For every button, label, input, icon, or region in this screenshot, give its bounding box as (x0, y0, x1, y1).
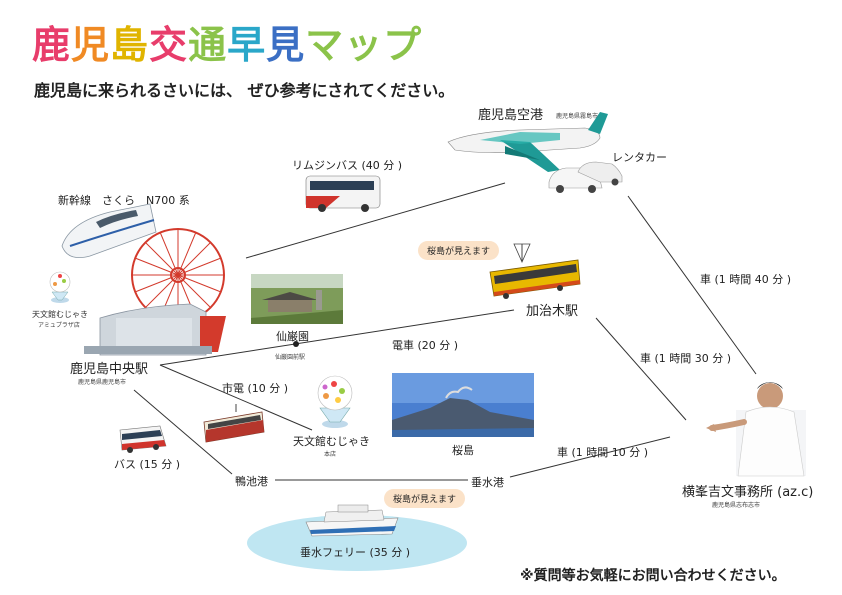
tenmonkan-amu-sub: アミュプラザ店 (38, 322, 80, 329)
rental-car-icon (548, 161, 623, 193)
title-char: 島 (110, 23, 150, 67)
page-title: 鹿児島交通早見マップ (32, 22, 422, 68)
airport-city: 鹿児島県霧島市 (556, 113, 599, 120)
shaved-ice-icon-amu (49, 271, 71, 303)
central-station-label: 鹿児島中央駅 (70, 362, 149, 377)
title-char: 早 (227, 23, 267, 67)
office-city: 鹿児島県志布志市 (712, 502, 761, 509)
tram-icon-yellow (489, 243, 581, 299)
car-airport-route-label: 車 (1 時間 40 分 ) (700, 273, 792, 286)
route-central-kajiki (159, 309, 515, 366)
sengan-en-station-dot (293, 341, 299, 347)
kajiki-station-label: 加治木駅 (526, 304, 579, 319)
ferry-route-label: 垂水フェリー (35 分 ) (300, 546, 411, 559)
tenmonkan-main-sub: 本店 (324, 451, 337, 458)
central-station-city: 鹿児島県鹿児島市 (78, 379, 127, 386)
shinkansen-label: 新幹線 さくら N700 系 (58, 194, 190, 207)
person-photo (706, 382, 806, 477)
title-char: 見 (266, 23, 306, 67)
shaved-ice-icon-main (317, 375, 353, 428)
rentacar-label: レンタカー (612, 151, 667, 164)
ferry-icon (305, 504, 399, 537)
page-subtitle: 鹿児島に来られるさいには、 ぜひ参考にされてください。 (34, 81, 455, 100)
sakurajima-view-bubble-tram: 桜島が見えます (418, 241, 500, 260)
airport-label: 鹿児島空港 (478, 108, 544, 123)
tarumizu-port-label: 垂水港 (471, 476, 504, 489)
route-kajiki-office (595, 317, 687, 421)
sakurajima-photo (392, 373, 534, 437)
sakurajima-label: 桜島 (452, 444, 474, 457)
kamoike-port-label: 鴨池港 (235, 475, 268, 488)
shinkansen-icon (61, 203, 157, 259)
car-tarumizu-route-label: 車 (1 時間 10 分 ) (557, 446, 649, 459)
station-building-icon (84, 303, 226, 356)
route-tarumizu-office (509, 436, 671, 478)
sengan-en-station: 仙巌園前駅 (275, 354, 306, 361)
train-route-label: 電車 (20 分 ) (392, 339, 459, 352)
title-char: 児 (71, 23, 111, 67)
title-char: 交 (149, 23, 189, 67)
airplane-icon (447, 112, 608, 172)
sea-shape (247, 515, 467, 571)
tenmonkan-main-label: 天文館むじゃき (293, 435, 370, 448)
title-char: ッ (344, 23, 384, 67)
city-bus-icon (119, 425, 167, 453)
tenmonkan-amu-label: 天文館むじゃき (32, 310, 88, 319)
route-airport-office (627, 195, 757, 375)
sengan-en-label: 仙巌園 (276, 330, 309, 343)
route-lines (133, 182, 757, 481)
office-label: 横峯吉文事務所 (az.c) (682, 485, 814, 500)
route-central-tenmonkan (159, 364, 313, 431)
sengan-en-photo (251, 274, 343, 324)
route-central-kamoike (133, 389, 233, 475)
title-char: プ (383, 23, 423, 67)
limousine-label: リムジンバス (40 分 ) (292, 159, 403, 172)
title-char: マ (305, 23, 345, 67)
footer-note: ※質問等お気軽にお問い合わせください。 (520, 568, 786, 584)
car-kajiki-route-label: 車 (1 時間 30 分 ) (640, 352, 732, 365)
bus-route-label: バス (15 分 ) (114, 458, 181, 471)
title-char: 通 (188, 23, 228, 67)
title-char: 鹿 (32, 23, 72, 67)
limousine-bus-icon (305, 175, 381, 212)
tram-icon-red (203, 404, 265, 443)
tram-route-label: 市電 (10 分 ) (222, 382, 289, 395)
sakurajima-view-bubble-ferry: 桜島が見えます (384, 489, 466, 508)
route-central-airport (245, 182, 506, 259)
